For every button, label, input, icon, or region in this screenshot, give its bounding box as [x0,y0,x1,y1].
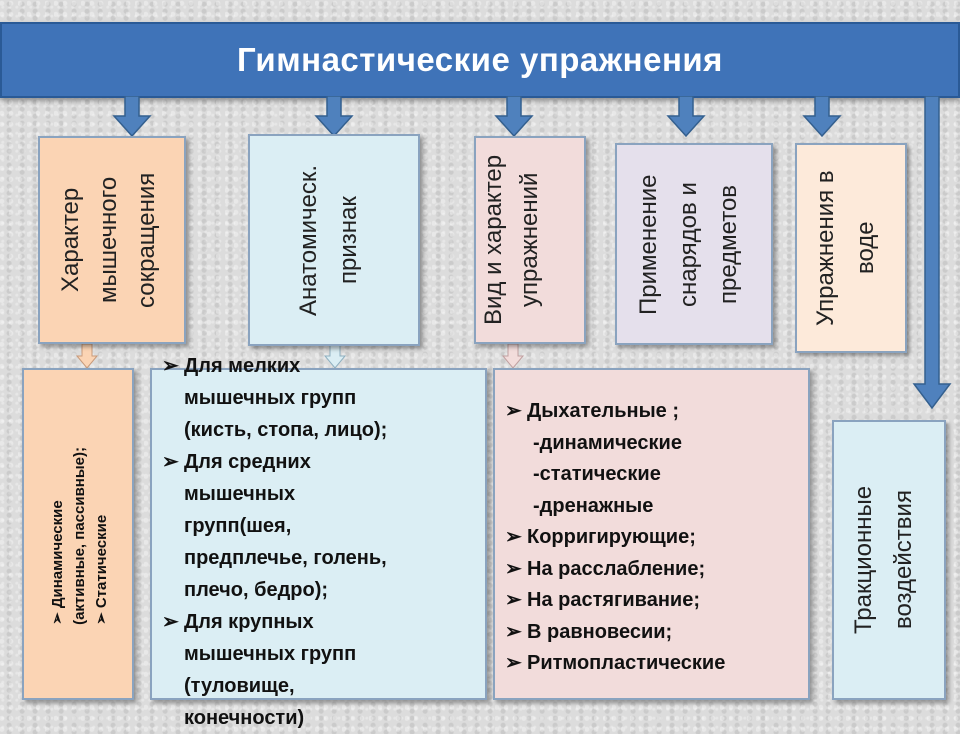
arrow-to-equipment [666,96,706,138]
contraction-types-list: ➢ Динамические (активные, пассивные); ➢ … [47,447,113,625]
line-text: Для средних [184,451,311,473]
bullet-icon: ➢ [505,620,522,643]
muscle-groups-box: ➢ Для мелких мышечных групп (кисть, стоп… [150,355,487,729]
list-item: ➢ Для крупных мышечных групп (туловище, … [162,606,482,734]
line-text: предплечье, голень, [184,547,387,569]
list-item: ➢На растягивание; [505,585,805,617]
line-text: -динамические [533,431,682,454]
line-text: мышечных [184,483,296,505]
list-item: ➢ Для средних мышечных групп(шея, предпл… [162,446,482,606]
category-muscle-contraction: Характер мышечного сокращения [38,136,186,344]
contraction-active-passive: (активные, пассивные); [71,447,88,625]
muscle-groups-list: ➢ Для мелких мышечных групп (кисть, стоп… [162,350,482,734]
line-text: -дренажные [533,494,654,517]
line-text: Дыхательные ; [527,400,679,422]
connector-type [502,344,524,369]
bullet-icon: ➢ [505,589,522,611]
category-label: Упражнения в воде [812,170,879,326]
list-item: ➢В равновесии; [505,617,805,649]
exercise-types-list: ➢Дыхательные ; -динамические -статически… [505,396,805,680]
bullet-icon: ➢ [505,400,522,422]
title-bar: Гимнастические упражнения [0,22,960,98]
bullet-icon: ➢ [93,612,110,625]
list-item: -динамические [505,428,805,460]
traction-label: Тракционные воздействия [850,485,917,635]
line-text: В равновесии; [527,620,673,643]
list-item: ➢Ритмопластические [505,648,805,680]
category-label: Применение снарядов и предметов [635,173,742,315]
line-text: Ритмопластические [527,652,726,674]
line-text: групп(шея, [184,515,292,537]
line-text: Для мелких [184,355,301,377]
category-label: Характер мышечного сокращения [57,172,160,308]
arrow-to-traction [912,96,952,410]
bullet-icon: ➢ [505,652,522,674]
category-equipment: Применение снарядов и предметов [615,143,773,345]
category-water: Упражнения в воде [795,143,907,353]
list-item: ➢Корригирующие; [505,522,805,554]
category-exercise-type: Вид и характер упражнений [474,136,586,344]
line-text: На расслабление; [527,557,706,580]
list-item: -дренажные [505,491,805,523]
category-label: Анатомическ. признак [295,164,362,316]
contraction-types-box: ➢ Динамические (активные, пассивные); ➢ … [22,368,134,700]
category-label: Вид и характер упражнений [480,154,543,326]
diagram-title: Гимнастические упражнения [237,41,723,78]
line-text: мышечных групп [184,643,357,665]
line-text: (туловище, [184,675,295,697]
bullet-icon: ➢ [49,612,66,625]
arrow-to-water [802,96,842,138]
line-text: конечности) [184,707,305,729]
bullet-icon: ➢ [162,451,179,473]
line-text: (кисть, стопа, лицо); [184,419,388,441]
line-text: мышечных групп [184,387,357,409]
connector-muscle [76,344,98,369]
category-anatomy: Анатомическ. признак [248,134,420,346]
list-item: ➢Дыхательные ; [505,396,805,428]
arrow-to-type [494,96,534,138]
list-item: ➢На расслабление; [505,554,805,586]
bullet-icon: ➢ [162,611,179,633]
connector-anatomy [324,344,346,369]
bullet-icon: ➢ [162,355,179,377]
contraction-static: Статические [93,514,110,609]
list-item: ➢ Для мелких мышечных групп (кисть, стоп… [162,350,482,446]
exercise-types-box: ➢Дыхательные ; -динамические -статически… [493,368,810,700]
arrow-to-muscle [112,96,152,138]
list-item: -статические [505,459,805,491]
line-text: плечо, бедро); [184,579,329,601]
line-text: На растягивание; [527,589,700,611]
line-text: Корригирующие; [527,526,696,548]
traction-box: Тракционные воздействия [832,420,946,700]
line-text: -статические [533,463,661,485]
bullet-icon: ➢ [505,526,522,548]
line-text: Для крупных [184,611,314,633]
arrow-to-anatomy [314,96,354,138]
contraction-dynamic: Динамические [49,500,66,609]
bullet-icon: ➢ [505,557,522,580]
